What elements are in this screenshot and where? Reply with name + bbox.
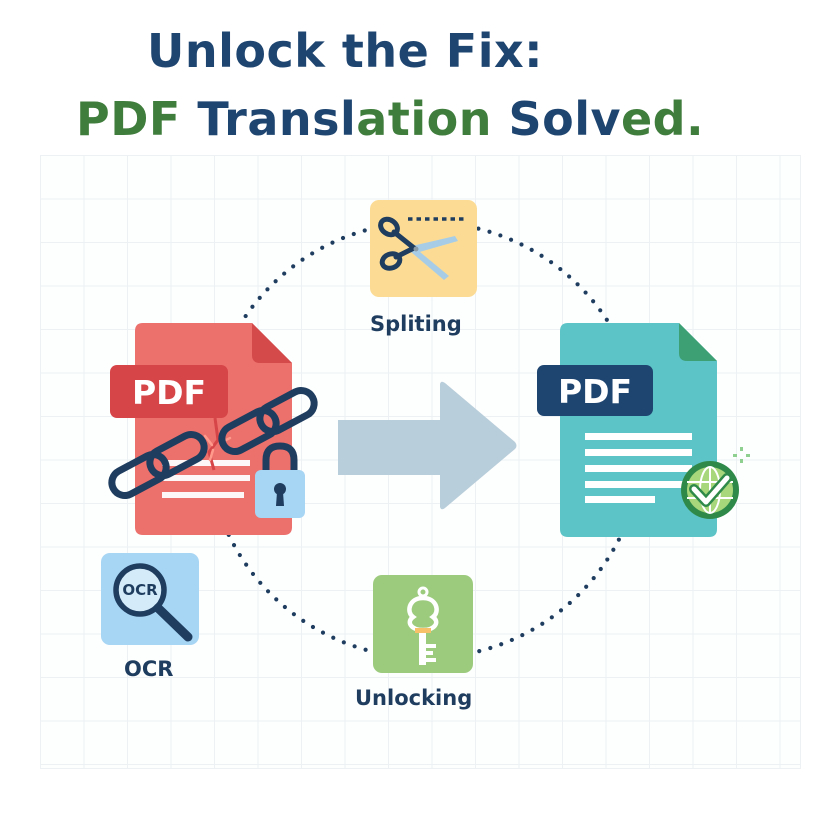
pdf-tag-label: PDF <box>132 373 206 412</box>
broken-chain-icon <box>108 386 318 500</box>
source-pdf-document: PDF <box>108 323 318 535</box>
title-segment: Transl <box>197 92 357 146</box>
pdf-tag-label: PDF <box>558 372 632 411</box>
title-segment: PDF <box>76 92 198 146</box>
target-pdf-document: PDF <box>537 323 750 537</box>
title-segment: ation <box>356 92 509 146</box>
pdf-tag: PDF <box>110 365 228 418</box>
step-label-splitting: Spliting <box>370 312 462 336</box>
step-splitting <box>370 200 477 297</box>
padlock-icon <box>255 442 305 518</box>
step-label-unlocking: Unlocking <box>355 686 473 710</box>
text-lines <box>585 433 692 503</box>
title-line-1: Unlock the Fix: <box>147 24 544 78</box>
key-icon <box>407 586 439 665</box>
step-ocr: OCR <box>101 553 199 645</box>
title-segment: Solv <box>508 92 621 146</box>
step-label-ocr: OCR <box>124 657 174 681</box>
sparkle-icon <box>733 447 750 463</box>
magnifier-icon: OCR <box>113 563 193 642</box>
text-lines <box>162 460 250 498</box>
step-unlocking <box>373 575 473 673</box>
scissors-icon <box>378 216 466 280</box>
magnifier-label: OCR <box>122 581 158 599</box>
title-line-2: PDF Translation Solved. <box>76 92 704 146</box>
flow-arrow-icon <box>338 381 517 510</box>
pdf-tag: PDF <box>537 365 653 416</box>
verified-globe-icon <box>681 461 739 519</box>
title-segment: ed. <box>620 92 705 146</box>
